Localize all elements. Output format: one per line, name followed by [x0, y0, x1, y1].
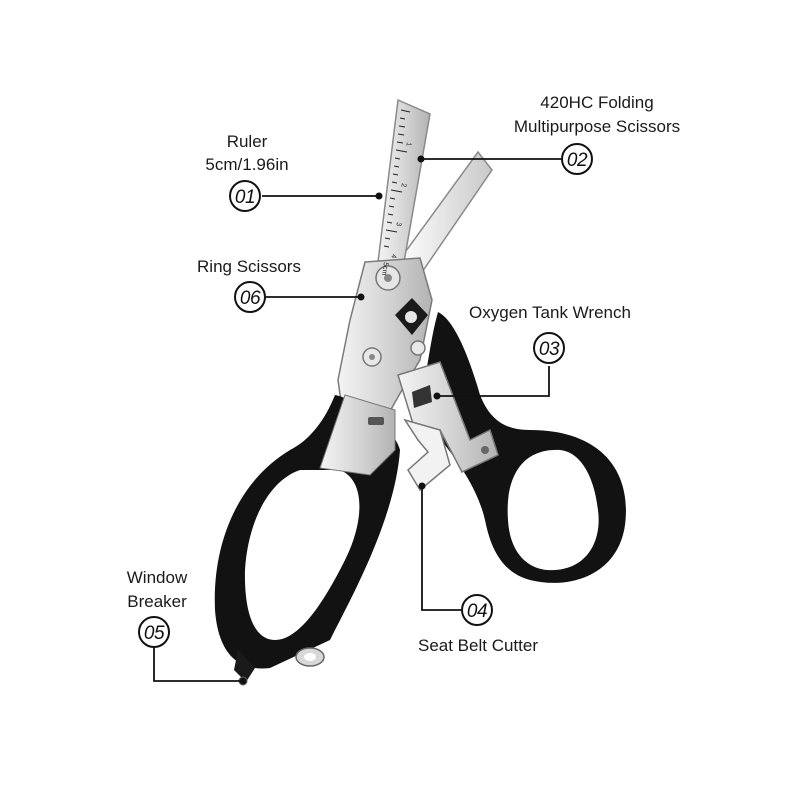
- right-handle: [420, 312, 626, 583]
- upper-screw: [410, 340, 426, 356]
- label-window-line1: Window: [127, 568, 188, 587]
- badge-03: 03: [533, 332, 565, 364]
- svg-text:2: 2: [399, 183, 406, 188]
- svg-text:02: 02: [567, 150, 588, 171]
- window-breaker-tip: [234, 650, 255, 682]
- badge-06: 06: [234, 281, 266, 313]
- badge-05: 05: [138, 616, 170, 648]
- label-belt-cutter: Seat Belt Cutter: [418, 636, 538, 655]
- svg-text:04: 04: [467, 601, 487, 622]
- svg-text:4: 4: [389, 254, 396, 259]
- label-wrench: Oxygen Tank Wrench: [469, 303, 631, 322]
- seat-belt-cutter: [403, 418, 451, 492]
- left-handle-insert: [319, 394, 396, 476]
- label-ring-scissors: Ring Scissors: [197, 257, 301, 276]
- ruler-numbers: 1 2 3 4 5cm: [380, 142, 412, 276]
- svg-text:06: 06: [240, 288, 261, 309]
- label-scissors-line2: Multipurpose Scissors: [514, 117, 680, 136]
- label-scissors-line1: 420HC Folding: [540, 93, 653, 112]
- svg-text:05: 05: [144, 623, 165, 644]
- svg-text:03: 03: [539, 339, 560, 360]
- badge-01: 01: [229, 180, 261, 212]
- svg-text:1: 1: [404, 142, 411, 147]
- pivot-frame: [337, 257, 433, 431]
- label-ruler-line2: 5cm/1.96in: [205, 155, 288, 174]
- svg-text:5cm: 5cm: [380, 262, 389, 276]
- svg-text:01: 01: [235, 187, 255, 208]
- label-ruler-line1: Ruler: [227, 132, 268, 151]
- callout-leaders: [153, 155, 562, 685]
- ruler-ticks: [383, 109, 411, 248]
- svg-text:3: 3: [394, 222, 401, 227]
- badge-02: 02: [561, 143, 593, 175]
- badge-04: 04: [461, 594, 493, 626]
- label-window-line2: Breaker: [127, 592, 187, 611]
